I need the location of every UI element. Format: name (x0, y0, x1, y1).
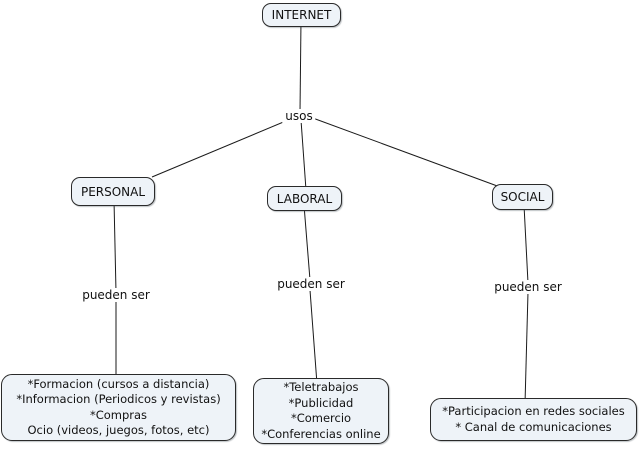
link-phrase-laboral-pueden-ser: pueden ser (274, 277, 348, 291)
detail-item: *Compras (89, 407, 148, 422)
link-phrase-social-pueden-ser: pueden ser (491, 280, 565, 294)
concept-label-laboral: LABORAL (276, 191, 333, 206)
detail-item: *Teletrabajos (283, 380, 359, 394)
concept-node-social: SOCIAL (492, 184, 553, 210)
detail-item: *Publicidad (288, 395, 354, 410)
detail-item: * Canal de comunicaciones (455, 419, 612, 434)
link-phrase-personal-pueden-ser: pueden ser (79, 288, 153, 302)
detail-node-laboral-uses: *Teletrabajos *Publicidad *Comercio *Con… (253, 378, 389, 444)
concept-label-internet: INTERNET (271, 8, 332, 22)
detail-item: *Formacion (cursos a distancia) (27, 376, 210, 391)
link-phrase-usos: usos (282, 109, 316, 123)
detail-item: *Comercio (290, 411, 352, 425)
detail-item: *Informacion (Periodicos y revistas) (16, 392, 221, 406)
concept-node-internet: INTERNET (262, 3, 341, 27)
detail-item: *Participacion en redes sociales (442, 404, 625, 418)
concept-node-personal: PERSONAL (71, 177, 155, 206)
concept-label-social: SOCIAL (500, 190, 545, 204)
detail-node-personal-uses: *Formacion (cursos a distancia) *Informa… (1, 374, 236, 441)
detail-item: *Conferencias online (261, 426, 381, 441)
concept-label-personal: PERSONAL (80, 184, 146, 199)
detail-item: Ocio (videos, juegos, fotos, etc) (27, 423, 210, 437)
concept-node-laboral: LABORAL (267, 186, 342, 211)
detail-node-social-uses: *Participacion en redes sociales * Canal… (430, 398, 637, 441)
